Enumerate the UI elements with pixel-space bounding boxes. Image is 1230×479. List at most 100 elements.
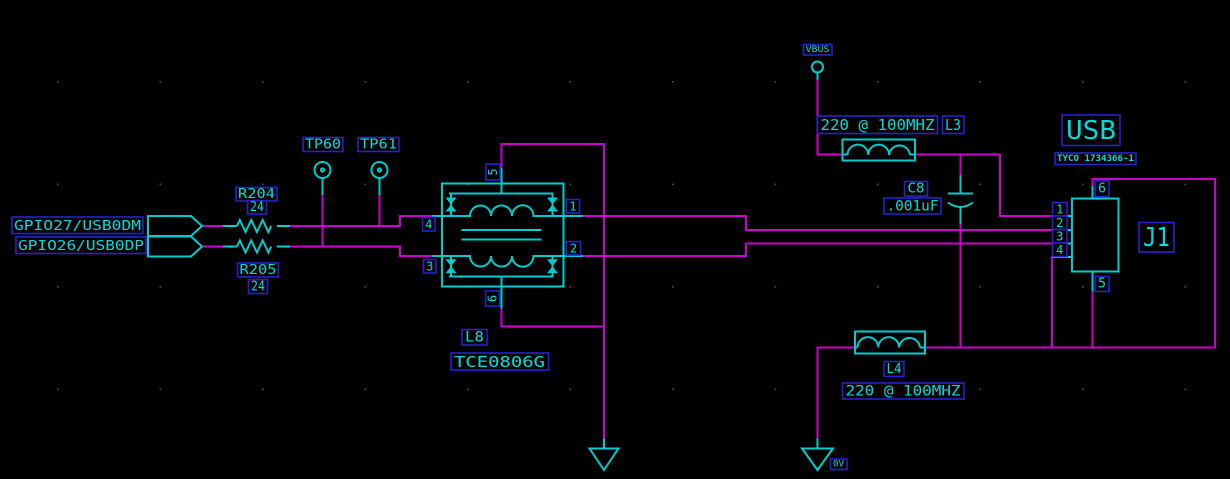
grid-dot — [569, 81, 572, 83]
part-j1[interactable]: TYCO 1734366-1 — [1057, 154, 1134, 164]
wire-vbus-drop[interactable] — [816, 80, 843, 156]
grid-dot — [159, 388, 162, 391]
grid-dot — [467, 388, 469, 391]
value-c8[interactable]: .001uF — [887, 198, 939, 214]
wire-shield-left-gnd[interactable] — [816, 346, 856, 439]
grid-dot — [159, 286, 162, 288]
grid-dot — [1082, 286, 1084, 288]
ref-r204[interactable]: R204 — [238, 187, 275, 202]
l8-pin-5: 5 — [486, 168, 500, 175]
value-r205[interactable]: 24 — [251, 279, 265, 294]
esd-diode-icon — [546, 254, 559, 279]
ref-l4[interactable]: L4 — [887, 362, 902, 377]
title-usb[interactable]: USB — [1066, 116, 1116, 146]
net-label-0v[interactable]: 0V — [833, 460, 845, 470]
net-label-gpio26[interactable]: GPIO26/USB0DP — [18, 238, 144, 254]
grid-dot — [57, 81, 59, 83]
j1-pin-3: 3 — [1056, 230, 1063, 244]
j1-pin-2: 2 — [1056, 216, 1063, 230]
grid-dot — [1184, 81, 1187, 83]
grid-dot — [979, 183, 982, 186]
grid-dot — [672, 183, 674, 186]
grid-dot — [57, 183, 59, 186]
grid-dot — [774, 388, 777, 391]
net-label-vbus[interactable]: VBUS — [806, 45, 830, 55]
net-label-gpio27[interactable]: GPIO27/USB0DM — [14, 218, 141, 234]
grid-dot — [1184, 388, 1187, 391]
grid-dot — [364, 388, 367, 391]
choke-l8-symbol[interactable] — [441, 182, 565, 288]
part-l8[interactable]: TCE0806G — [454, 353, 545, 371]
grid-dots — [57, 81, 1187, 391]
resistor-r204-symbol[interactable] — [236, 217, 273, 235]
grid-dot — [364, 286, 367, 288]
grid-dot — [877, 183, 879, 186]
ref-tp61[interactable]: TP61 — [360, 137, 397, 152]
choke-upper-winding — [442, 204, 564, 217]
grid-dot — [262, 81, 264, 83]
l8-pin-4: 4 — [425, 218, 432, 232]
wire-usb0dm-to-choke[interactable] — [290, 215, 432, 227]
grid-dot — [1184, 183, 1187, 186]
grid-dot — [1184, 286, 1187, 288]
inductor-l3-symbol[interactable] — [841, 138, 916, 162]
capacitor-c8-symbol[interactable] — [947, 192, 974, 208]
grid-dot — [877, 81, 879, 83]
wire-vbus-to-j1pin1[interactable] — [915, 153, 1053, 217]
wire-choke-pin5-gnd[interactable] — [500, 143, 605, 439]
l8-pin-1: 1 — [569, 200, 576, 214]
esd-diode-icon — [444, 192, 458, 217]
grid-dot — [672, 388, 674, 391]
ref-j1[interactable]: J1 — [1143, 223, 1170, 253]
l8-pin-2: 2 — [570, 242, 577, 256]
wire-dplus-to-j1[interactable] — [583, 242, 1053, 257]
grid-dot — [1082, 81, 1084, 83]
wires[interactable] — [202, 80, 1216, 439]
ref-tp60[interactable]: TP60 — [305, 137, 341, 152]
value-r204[interactable]: 24 — [250, 200, 264, 215]
wire-dminus-to-j1[interactable] — [583, 215, 1053, 231]
choke-core — [461, 229, 542, 241]
grid-dot — [672, 286, 674, 288]
ref-r205[interactable]: R205 — [240, 263, 277, 278]
grid-dot — [569, 286, 572, 288]
testpoint-tp60-symbol[interactable] — [313, 161, 332, 179]
ref-l8[interactable]: L8 — [465, 330, 484, 346]
j1-pin-6: 6 — [1098, 182, 1106, 197]
ref-c8[interactable]: C8 — [908, 182, 925, 197]
resistor-r205-symbol[interactable] — [236, 238, 273, 255]
grid-dot — [569, 388, 572, 391]
grid-dot — [774, 81, 777, 83]
offpage-tag-usb0dm[interactable] — [147, 215, 204, 237]
ref-l3[interactable]: L3 — [945, 116, 961, 134]
testpoint-tp61-symbol[interactable] — [370, 161, 389, 179]
grid-dot — [979, 388, 982, 391]
choke-lower-winding — [442, 255, 564, 268]
esd-diode-icon — [546, 192, 559, 217]
ground-symbol[interactable] — [587, 447, 621, 472]
grid-dot — [262, 183, 264, 186]
l8-pin-3: 3 — [426, 260, 433, 274]
esd-diode-icon — [444, 254, 458, 279]
offpage-tag-usb0dp[interactable] — [147, 235, 204, 258]
inductor-l4-symbol[interactable] — [854, 330, 926, 355]
grid-dot — [979, 286, 982, 288]
grid-dot — [159, 183, 162, 186]
wire-j1-pin4-gnd[interactable] — [1051, 256, 1055, 348]
grid-dot — [979, 81, 982, 83]
wire-choke-pin6-gnd[interactable] — [500, 308, 605, 328]
vbus-power-port-icon[interactable] — [811, 60, 824, 74]
value-l4[interactable]: 220 @ 100MHZ — [846, 383, 961, 399]
grid-dot — [262, 388, 264, 391]
grid-dot — [877, 286, 879, 288]
grid-dot — [774, 183, 777, 186]
value-l3[interactable]: 220 @ 100MHZ — [821, 116, 935, 134]
wire-usb0dp-to-choke[interactable] — [290, 245, 432, 257]
connector-j1-body[interactable] — [1071, 197, 1120, 273]
labels[interactable]: GPIO27/USB0DM GPIO26/USB0DP R204 24 R205… — [11, 43, 1175, 471]
j1-pin-1: 1 — [1056, 203, 1063, 217]
wire-shield-rail[interactable] — [925, 178, 1216, 349]
grid-dot — [1082, 388, 1084, 391]
ground-symbol-0v[interactable] — [800, 447, 835, 472]
